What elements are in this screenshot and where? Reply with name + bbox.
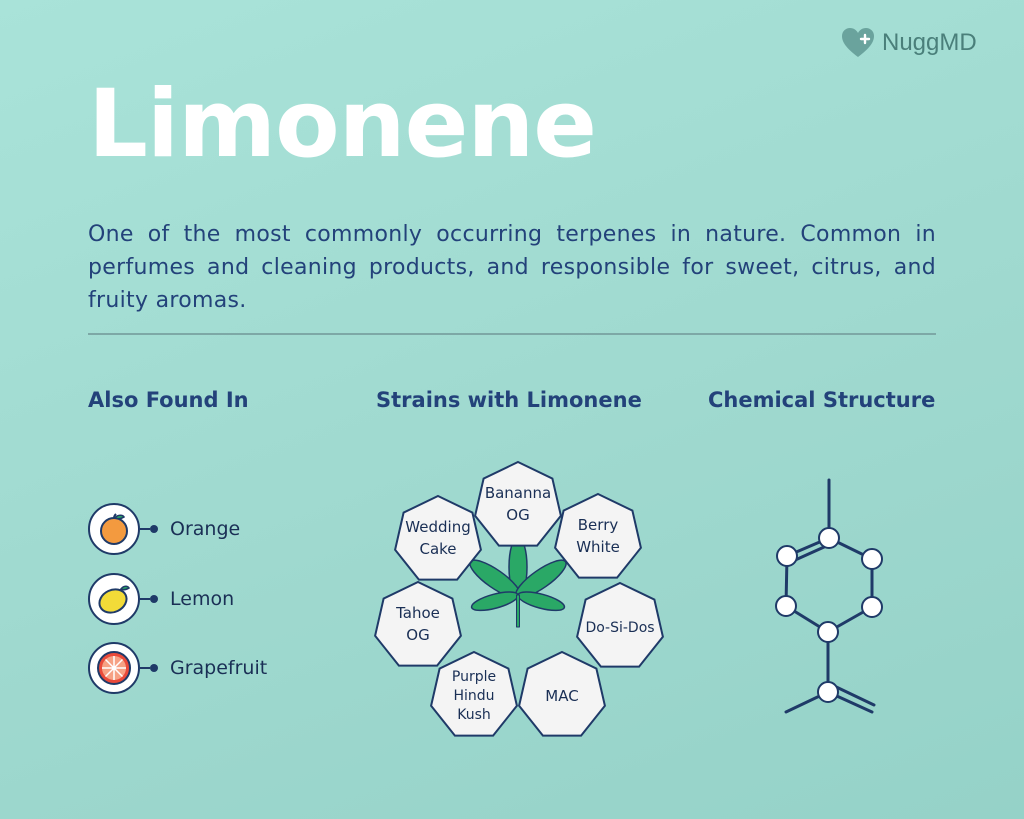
strain-badge: Purple Hindu Kush xyxy=(430,651,518,737)
strain-name: Hindu xyxy=(453,688,494,704)
source-label: Lemon xyxy=(170,588,235,610)
strain-badge: Bananna OG xyxy=(474,461,562,547)
source-item-grapefruit: Grapefruit xyxy=(88,642,267,694)
heading-structure: Chemical Structure xyxy=(708,388,936,412)
strain-name: White xyxy=(576,538,620,556)
grapefruit-icon xyxy=(97,651,131,685)
brand-logo: NuggMD xyxy=(840,26,977,60)
description: One of the most commonly occurring terpe… xyxy=(88,222,936,313)
strain-badge: Wedding Cake xyxy=(394,495,482,581)
strain-badge: Tahoe OG xyxy=(374,581,462,667)
source-label: Grapefruit xyxy=(170,657,268,679)
strain-badge: MAC xyxy=(518,651,606,737)
strain-name: MAC xyxy=(545,687,578,705)
brand-name: NuggMD xyxy=(882,29,977,56)
strain-name: Wedding xyxy=(405,518,470,536)
strain-name: OG xyxy=(506,506,529,524)
strain-name: Tahoe xyxy=(395,604,440,622)
strain-badge: Do-Si-Dos xyxy=(576,582,664,668)
strain-name: Purple xyxy=(452,669,496,685)
orange-icon xyxy=(100,513,128,545)
strain-name: Bananna xyxy=(485,484,551,502)
source-label: Orange xyxy=(170,518,241,540)
strain-name: Do-Si-Dos xyxy=(585,620,654,636)
page-title: Limonene xyxy=(88,70,597,179)
chemical-structure-diagram xyxy=(775,478,883,714)
strain-name: Berry xyxy=(578,516,619,534)
source-item-lemon: Lemon xyxy=(88,573,234,625)
lemon-icon xyxy=(98,585,131,614)
strain-name: Kush xyxy=(457,707,491,723)
strain-name: Cake xyxy=(419,540,456,558)
strain-badge: Berry White xyxy=(554,493,642,579)
strain-name: OG xyxy=(406,626,429,644)
heart-plus-icon xyxy=(842,28,874,57)
divider xyxy=(88,333,936,335)
heading-strains: Strains with Limonene xyxy=(376,388,642,412)
heading-found-in: Also Found In xyxy=(88,388,249,412)
strains-cluster: Bananna OG Berry White Do-Si-Dos MAC Pur… xyxy=(374,461,664,737)
source-item-orange: Orange xyxy=(88,503,240,555)
cannabis-leaf-icon xyxy=(469,536,567,628)
